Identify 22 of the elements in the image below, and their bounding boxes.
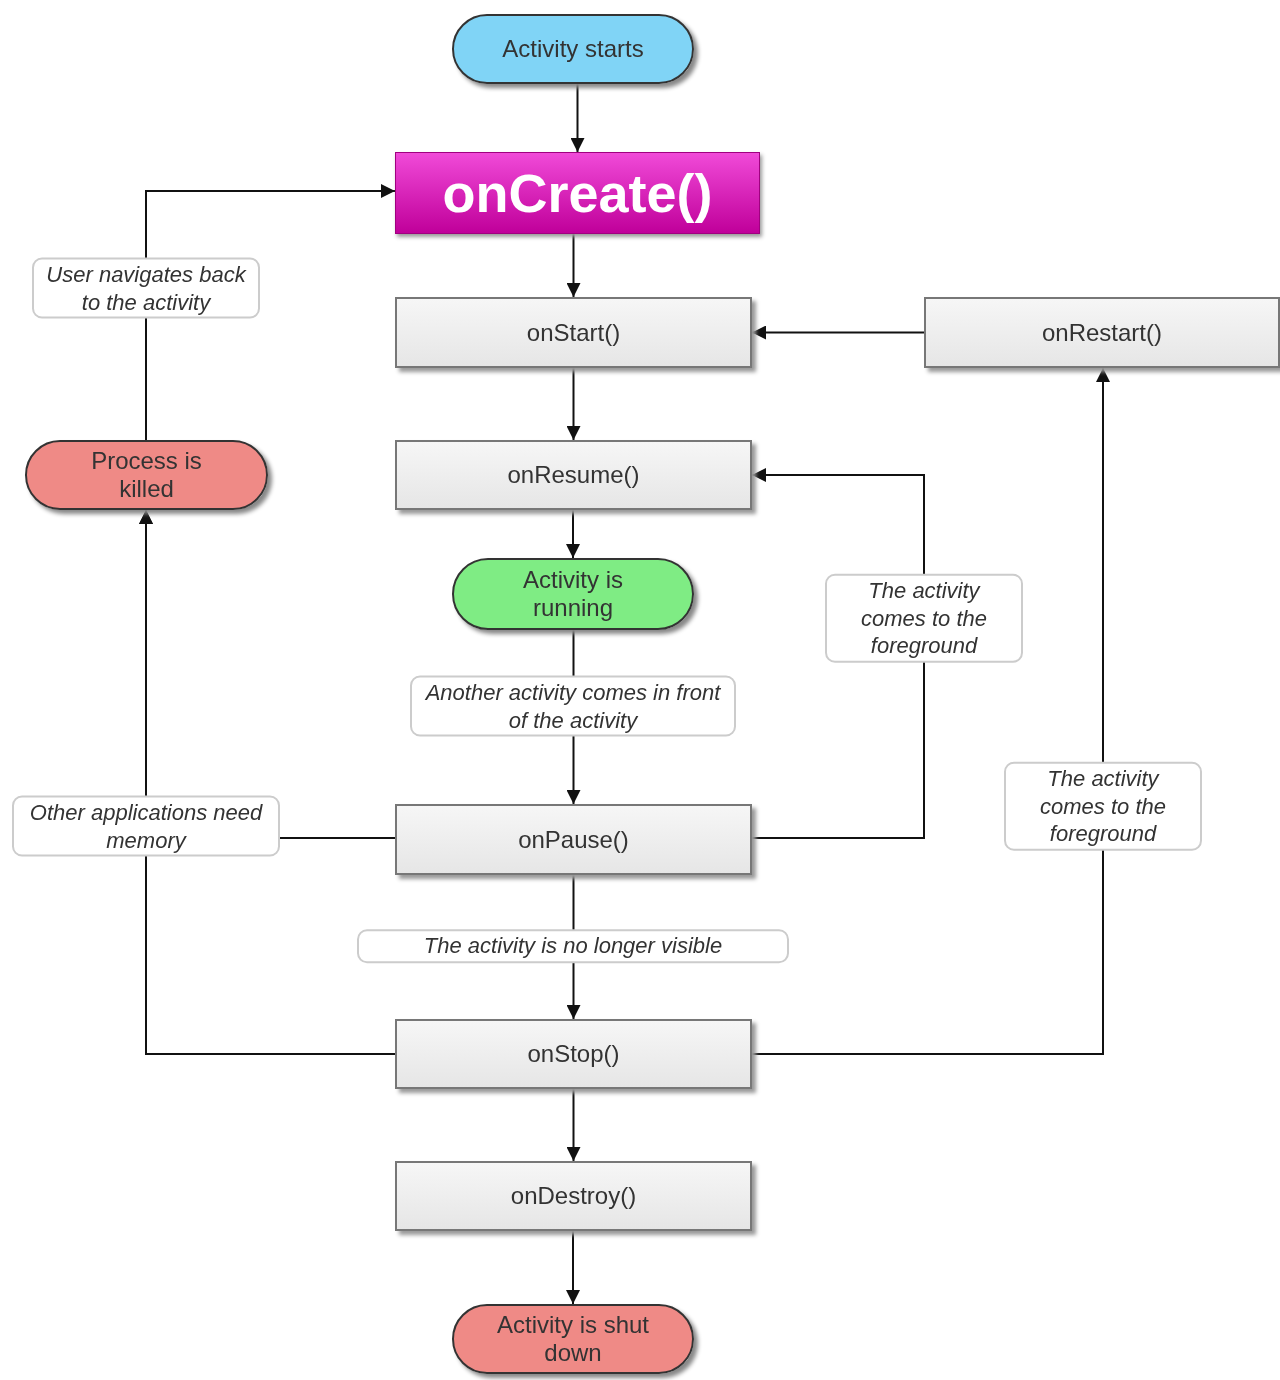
process-box: onPause() <box>395 804 752 875</box>
edge-label: The activity comes to the foreground <box>1004 761 1202 851</box>
arrow <box>751 325 925 340</box>
edge-label: The activity is no longer visible <box>357 929 789 963</box>
process-box: onRestart() <box>924 297 1280 368</box>
edge-label: Other applications need memory <box>12 795 280 857</box>
arrow <box>570 83 585 153</box>
process-box: onResume() <box>395 440 752 510</box>
edge-label: User navigates back to the activity <box>32 257 260 319</box>
arrow <box>566 509 580 559</box>
process-box: onStop() <box>395 1019 752 1089</box>
process-box: onStart() <box>395 297 752 368</box>
process-box: onDestroy() <box>395 1161 752 1231</box>
edge-label: The activity comes to the foreground <box>825 573 1023 663</box>
arrow <box>566 233 581 298</box>
arrow <box>566 1230 580 1305</box>
arrow <box>139 509 396 1055</box>
edge-label: Another activity comes in front of the activity <box>410 675 736 737</box>
arrow <box>566 367 581 441</box>
arrow <box>566 1088 581 1162</box>
arrow <box>751 367 1110 1055</box>
process-box: onCreate() <box>395 152 760 234</box>
